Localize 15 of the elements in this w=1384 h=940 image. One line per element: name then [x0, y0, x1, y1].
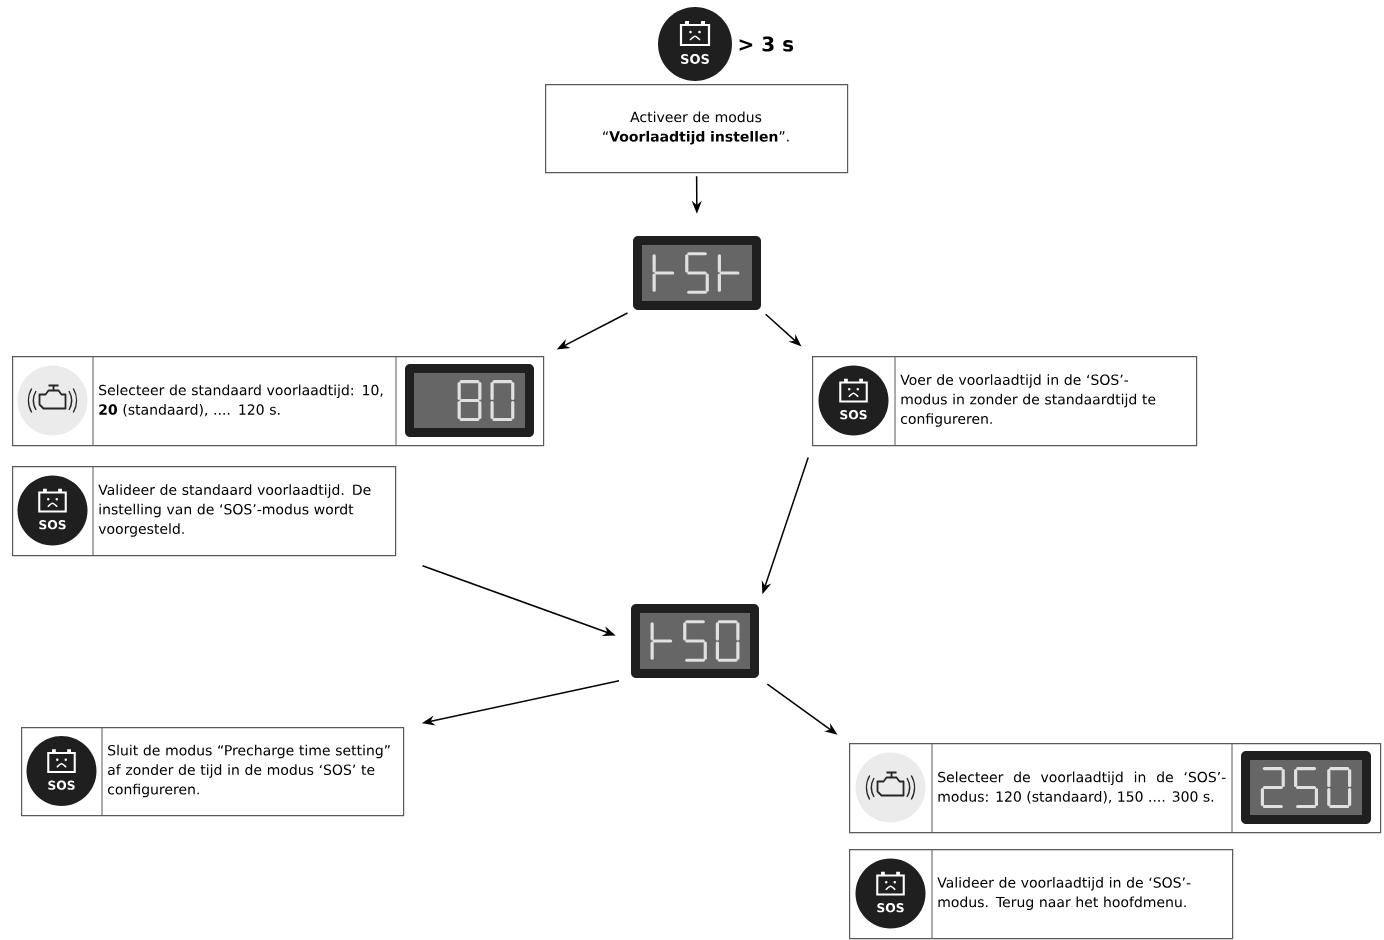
step-box: SOS Valideer de standaard voorlaadtijd. De instelling van de ‘SOS’-modus wordt voorgesteld. — [12, 465, 397, 557]
step-box: Selecteer de voorlaadtijd in de ‘SOS’-modus: 120 (standaard), 150 .... 300 s. — [849, 742, 1382, 834]
step-box: SOS Sluit de modus “Precharge time setting” af zonder de tijd in de modus ‘SOS’ te configureren. — [21, 726, 405, 817]
duration-label: > 3 s — [739, 36, 794, 52]
display-drawing — [631, 604, 759, 678]
sos-button: SOS — [17, 475, 88, 546]
step-box: SOS Valideer de voorlaadtijd in de ‘SOS’-modus. Terug naar het hoofdmenu. — [849, 848, 1234, 940]
sos-button: SOS — [658, 7, 732, 81]
step-box: Activeer de modus “Voorlaadtijd instellen”. — [545, 84, 849, 174]
display-drawing — [633, 236, 761, 310]
step-box: SOS Voer de voorlaadtijd in de ‘SOS’-modus in zonder de standaardtijd te configureren. — [812, 355, 1198, 447]
sos-button: SOS — [855, 858, 926, 929]
sos-button: SOS — [818, 365, 889, 436]
step-box: Selecteer de standaard voorlaadtijd: 10, 20 (standaard), .... 120 s. — [12, 355, 545, 447]
sos-button: SOS — [26, 736, 97, 806]
